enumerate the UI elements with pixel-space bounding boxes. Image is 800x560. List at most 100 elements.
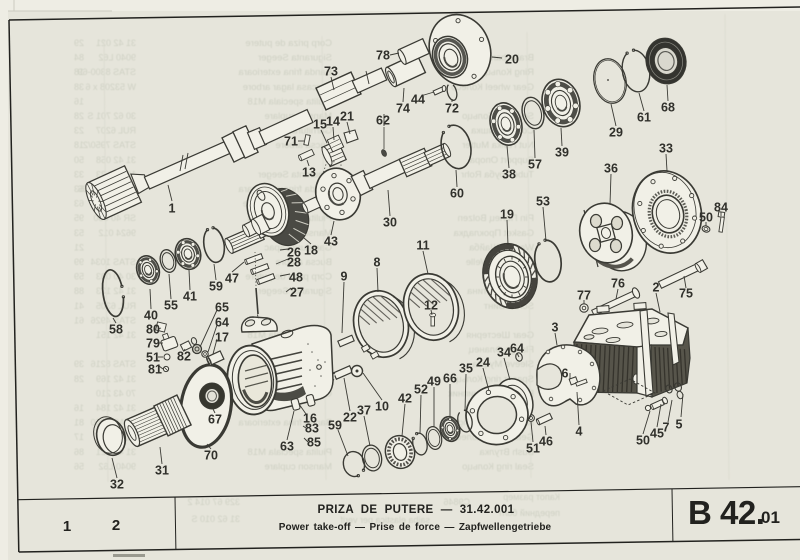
svg-text:67: 67 (208, 413, 222, 427)
svg-text:40: 40 (144, 309, 158, 323)
svg-text:51: 51 (526, 442, 540, 456)
svg-text:7: 7 (663, 421, 670, 435)
svg-text:10: 10 (375, 400, 389, 414)
svg-text:9624 012: 9624 012 (98, 228, 136, 238)
svg-text:51: 51 (146, 351, 160, 365)
svg-text:5: 5 (676, 418, 683, 432)
svg-text:Seal ring Кольцо: Seal ring Кольцо (462, 461, 534, 472)
svg-text:86: 86 (74, 447, 84, 457)
svg-text:70: 70 (204, 449, 218, 463)
svg-text:Piulita speciala M18: Piulita speciala M18 (248, 96, 333, 107)
svg-text:44: 44 (411, 93, 425, 107)
svg-text:85: 85 (307, 436, 321, 450)
svg-text:Support Опора: Support Опора (469, 155, 534, 166)
svg-text:31 42 184: 31 42 184 (96, 403, 136, 413)
svg-text:Banda frina exterioara: Banda frina exterioara (238, 67, 332, 78)
svg-text:Nut Гайка Mutter: Nut Гайка Mutter (462, 140, 534, 151)
svg-text:31: 31 (155, 464, 169, 478)
svg-text:16: 16 (303, 412, 317, 426)
svg-text:Siguranta Seeger: Siguranta Seeger (258, 53, 332, 64)
svg-text:21: 21 (74, 242, 84, 252)
svg-text:75: 75 (679, 287, 693, 301)
svg-text:Manson cuplare: Manson cuplare (264, 461, 332, 472)
svg-text:28: 28 (74, 111, 84, 121)
svg-text:2: 2 (112, 517, 120, 534)
svg-text:1: 1 (169, 202, 176, 216)
svg-text:31 42 133: 31 42 133 (96, 286, 136, 296)
svg-text:6: 6 (562, 367, 569, 381)
svg-text:28: 28 (74, 374, 84, 384)
svg-text:59: 59 (74, 272, 84, 282)
svg-text:23: 23 (74, 126, 84, 136)
svg-text:53: 53 (74, 184, 84, 194)
svg-text:84: 84 (74, 53, 84, 63)
svg-text:Garnitura capac: Garnitura capac (264, 126, 332, 137)
svg-text:9: 9 (341, 270, 348, 284)
svg-text:60: 60 (450, 187, 464, 201)
svg-text:42: 42 (398, 392, 412, 406)
svg-text:50: 50 (636, 434, 650, 448)
svg-text:RUL 6207: RUL 6207 (96, 126, 136, 136)
svg-text:64: 64 (215, 316, 229, 330)
svg-text:17: 17 (74, 432, 84, 442)
svg-text:STAS 1034: STAS 1034 (91, 257, 136, 267)
svg-text:31 42 151: 31 42 151 (96, 330, 136, 340)
svg-text:31 42 169: 31 42 169 (96, 374, 136, 384)
svg-text:46: 46 (539, 435, 553, 449)
svg-text:11: 11 (416, 239, 429, 253)
svg-text:39: 39 (555, 146, 569, 160)
svg-text:81: 81 (148, 363, 162, 377)
svg-text:30 40 093: 30 40 093 (96, 272, 136, 282)
svg-text:329 67 014 2: 329 67 014 2 (187, 497, 240, 507)
svg-text:30: 30 (383, 216, 397, 230)
svg-text:48: 48 (289, 271, 303, 285)
svg-text:73: 73 (324, 65, 338, 79)
svg-text:59: 59 (328, 419, 342, 433)
svg-text:SR 40 050: SR 40 050 (93, 213, 136, 223)
svg-text:29: 29 (609, 126, 623, 140)
svg-text:Corp priza de putere: Corp priza de putere (245, 38, 332, 49)
svg-text:2: 2 (653, 281, 660, 295)
svg-text:C9846: C9846 (443, 497, 470, 507)
svg-text:41: 41 (74, 301, 84, 311)
svg-text:53: 53 (74, 228, 84, 238)
svg-text:01: 01 (761, 508, 780, 527)
svg-text:78: 78 (376, 49, 390, 63)
svg-text:27: 27 (290, 286, 304, 300)
svg-text:29: 29 (74, 38, 84, 48)
svg-text:43: 43 (324, 235, 338, 249)
svg-text:9040 L62: 9040 L62 (98, 461, 136, 471)
svg-text:57: 57 (528, 158, 542, 172)
svg-text:62: 62 (376, 114, 390, 128)
svg-text:Siguranta Seeger: Siguranta Seeger (258, 286, 332, 297)
svg-text:35: 35 (459, 362, 473, 376)
svg-text:PRIZA DE PUTERE — 31.42.00: PRIZA DE PUTERE — 31.42.001 (318, 504, 515, 516)
svg-text:63: 63 (280, 440, 294, 454)
svg-text:58: 58 (109, 323, 123, 337)
svg-text:28: 28 (287, 256, 301, 270)
svg-text:Flange Фланец: Flange Фланец (468, 345, 534, 356)
svg-text:передний болт: передний болт (498, 508, 560, 518)
svg-text:61: 61 (637, 111, 651, 125)
svg-text:RUL 6305: RUL 6305 (96, 301, 136, 311)
svg-text:37: 37 (357, 404, 371, 418)
svg-text:13: 13 (302, 166, 316, 180)
svg-text:76: 76 (611, 277, 625, 291)
svg-text:31 42 058: 31 42 058 (96, 155, 136, 165)
svg-text:8: 8 (374, 256, 381, 270)
svg-text:38: 38 (74, 82, 84, 92)
svg-text:88: 88 (74, 286, 84, 296)
svg-text:18: 18 (304, 244, 318, 258)
svg-text:4: 4 (576, 425, 583, 439)
svg-text:34: 34 (497, 346, 511, 360)
svg-text:53: 53 (536, 195, 550, 209)
svg-text:W 53208 x 6: W 53208 x 6 (85, 82, 136, 92)
svg-text:63: 63 (74, 199, 84, 209)
svg-text:31 62 010 S: 31 62 010 S (191, 514, 240, 524)
svg-text:82: 82 (177, 350, 191, 364)
svg-text:Banda frina exterioara: Banda frina exterioara (238, 418, 332, 429)
svg-text:77: 77 (577, 289, 591, 303)
svg-text:Bucsa arbore: Bucsa arbore (275, 257, 332, 268)
svg-text:Pin Палец Bolzen: Pin Палец Bolzen (458, 213, 534, 224)
svg-text:19: 19 (500, 208, 514, 222)
